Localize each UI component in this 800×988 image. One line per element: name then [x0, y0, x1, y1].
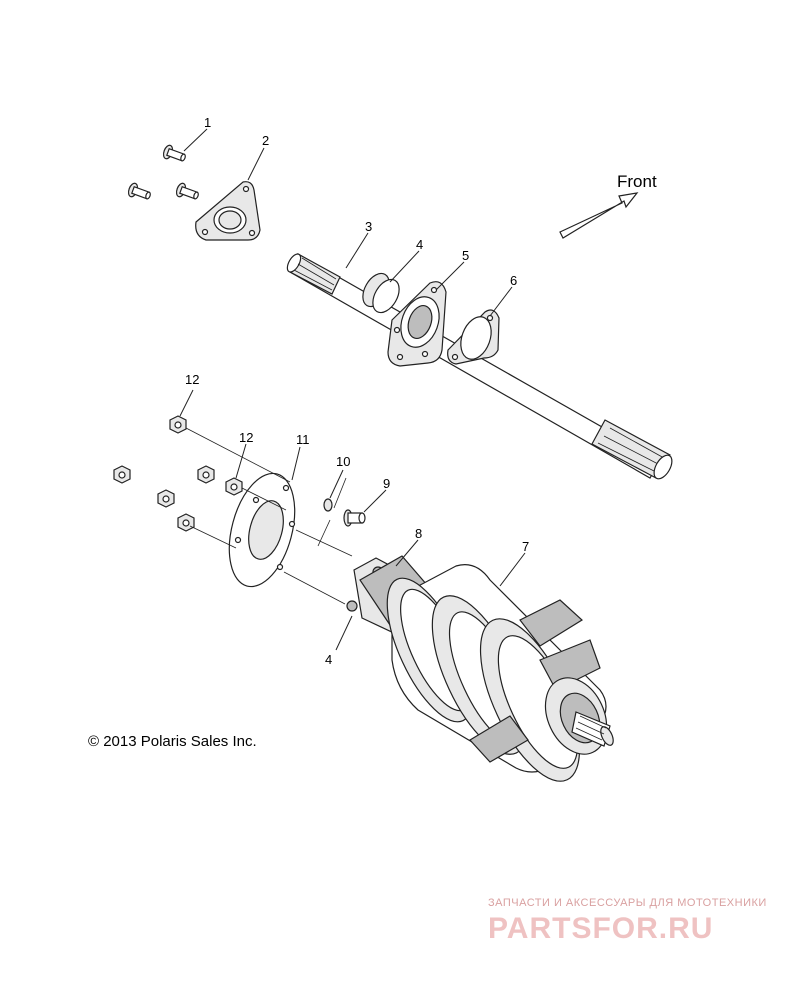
front-label: Front	[617, 172, 657, 191]
washer-part-10	[323, 498, 333, 512]
callout-4b: 4	[325, 652, 332, 667]
callout-6: 6	[510, 273, 517, 288]
callout-7: 7	[522, 539, 529, 554]
flange-part-6	[447, 309, 500, 365]
watermark: ЗАПЧАСТИ И АКСЕССУАРЫ ДЛЯ МОТОТЕХНИКИ PA…	[488, 897, 767, 945]
jackshaft-part-3	[286, 253, 673, 480]
callout-8: 8	[415, 526, 422, 541]
copyright-text: © 2013 Polaris Sales Inc.	[88, 733, 257, 750]
callout-5: 5	[462, 248, 469, 263]
watermark-tagline: ЗАПЧАСТИ И АКСЕССУАРЫ ДЛЯ МОТОТЕХНИКИ	[488, 897, 767, 909]
callout-numbers: 1 2 3 4 5 6 12 12 11 10 9 8 7 4	[185, 115, 529, 667]
bolt-part-1	[127, 144, 199, 200]
callout-leaders	[179, 128, 526, 651]
front-direction-arrow: Front	[559, 172, 657, 239]
flange-part-2	[195, 181, 261, 241]
callout-9: 9	[383, 476, 390, 491]
bearing-plate-part-5	[387, 281, 447, 367]
callout-12: 12	[185, 372, 199, 387]
callout-10: 10	[336, 454, 350, 469]
clutch-part-7	[359, 555, 614, 782]
leader-lines	[185, 427, 353, 605]
callout-1: 1	[204, 115, 211, 130]
callout-11: 11	[296, 432, 310, 447]
pin-part-9	[343, 509, 366, 527]
plate-part-11	[228, 472, 296, 588]
nut-part-12	[113, 415, 243, 532]
callout-2: 2	[262, 133, 269, 148]
watermark-logo: PARTSFOR.RU	[488, 912, 713, 945]
bearing-part-4	[362, 272, 400, 314]
callout-3: 3	[365, 219, 372, 234]
callout-4: 4	[416, 237, 423, 252]
callout-12b: 12	[239, 430, 253, 445]
